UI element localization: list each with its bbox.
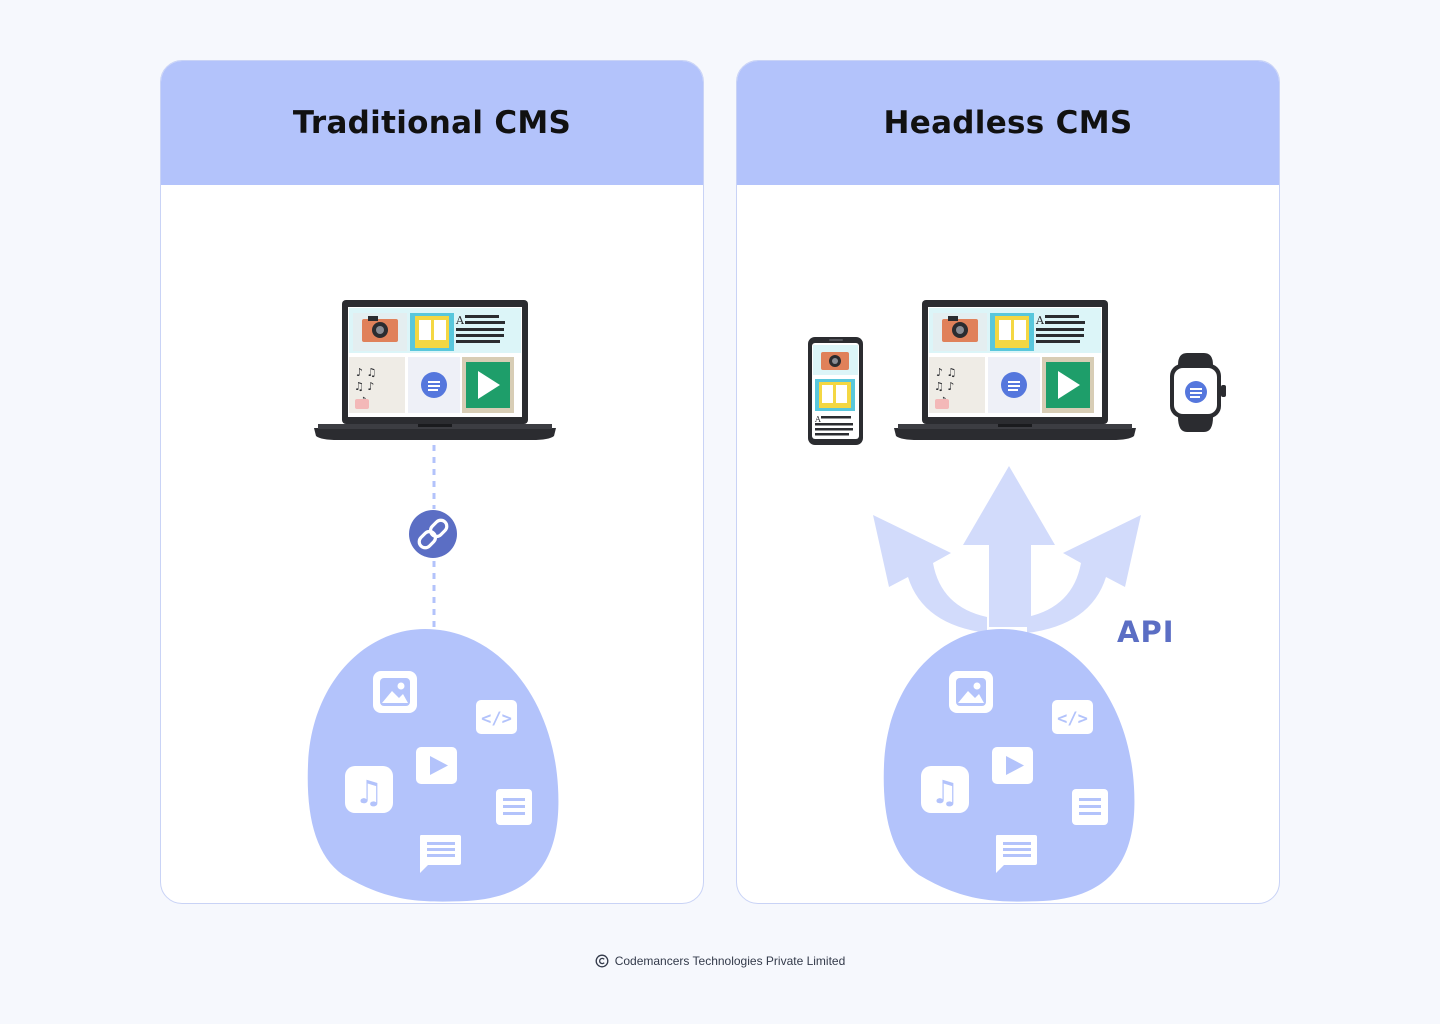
panel-header: Traditional CMS [161, 61, 703, 185]
link-icon [409, 510, 457, 558]
footer: Codemancers Technologies Private Limited [0, 954, 1440, 968]
laptop-icon [894, 300, 1136, 440]
headless-cms-panel: Headless CMS A [736, 60, 1280, 904]
panel-title: Headless CMS [883, 105, 1133, 141]
smartwatch-icon [1170, 353, 1226, 432]
headless-cms-diagram: A [808, 300, 1226, 902]
panel-header: Headless CMS [737, 61, 1279, 185]
api-label: API [1117, 615, 1175, 649]
branching-arrows-icon [873, 466, 1141, 633]
laptop-icon [314, 300, 556, 440]
svg-text:A: A [814, 415, 821, 424]
phone-icon: A [808, 337, 863, 445]
panel-body: A [737, 185, 1279, 903]
content-repository-blob [883, 629, 1135, 902]
content-repository-blob [307, 629, 559, 902]
panel-title: Traditional CMS [292, 105, 572, 141]
traditional-cms-panel: Traditional CMS [160, 60, 704, 904]
copyright-icon [595, 954, 609, 968]
panel-body [161, 185, 703, 903]
copyright-text: Codemancers Technologies Private Limited [614, 954, 846, 968]
traditional-cms-diagram [307, 300, 559, 902]
